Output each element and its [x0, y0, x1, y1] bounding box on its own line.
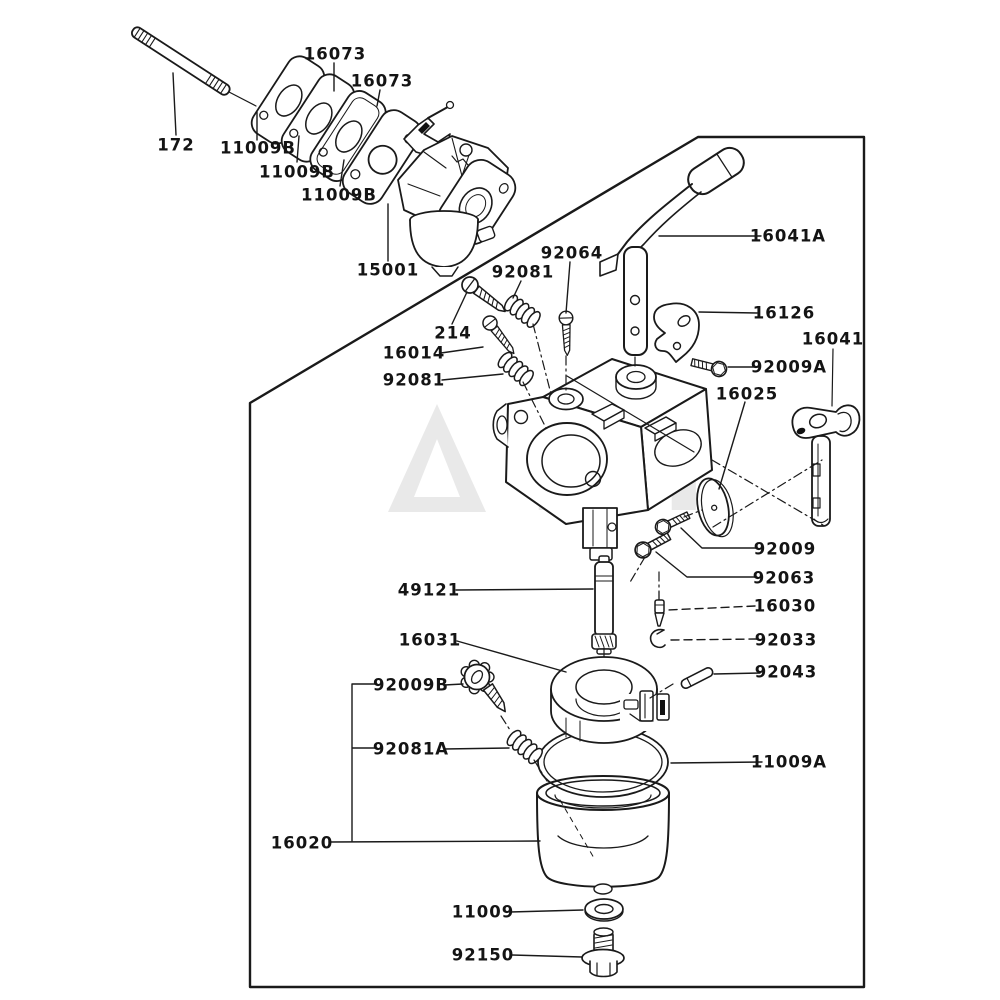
part-gasket-plate-1: [250, 55, 326, 145]
part-label-172: 172: [157, 135, 195, 155]
leader-11009A: [670, 761, 763, 764]
diagram-border: [248, 135, 866, 989]
alignment-lines: [500, 323, 824, 782]
part-insulator-plate-3: [309, 90, 387, 182]
leader-16041: [831, 348, 834, 407]
part-label-16031: 16031: [398, 630, 462, 650]
leader-92033: [669, 638, 758, 641]
leader-92081-upper: [512, 280, 522, 299]
part-label-92081-1: 92081: [491, 262, 555, 282]
part-bolt-92063: [631, 528, 674, 562]
leader-92081A: [443, 747, 510, 750]
watermark-letter-a: [388, 404, 486, 512]
part-spring-92081-upper: [501, 292, 544, 331]
part-label-92009A: 92009A: [750, 357, 828, 377]
part-screw-16014: [479, 312, 521, 359]
part-label-11009: 11009: [451, 902, 515, 922]
part-stud-172: [131, 26, 257, 107]
part-label-92043: 92043: [754, 662, 818, 682]
part-label-16073-1: 16073: [303, 44, 367, 64]
part-carburetor-assembly-15001: [397, 100, 517, 277]
leader-16020: [328, 840, 541, 843]
part-label-16041A: 16041A: [749, 226, 827, 246]
part-label-16041: 16041: [801, 329, 865, 349]
part-label-16025: 16025: [715, 384, 779, 404]
leader-16031: [456, 640, 567, 673]
leader-92009B: [443, 683, 464, 686]
leader-bracket-left: [351, 683, 378, 842]
leader-11009B-2: [296, 135, 300, 163]
leader-11009: [509, 909, 584, 913]
part-label-16073-2: 16073: [350, 71, 414, 91]
part-label-92033: 92033: [754, 630, 818, 650]
leader-49121: [455, 588, 594, 591]
part-label-15001: 15001: [356, 260, 420, 280]
leader-16126: [698, 311, 758, 314]
part-main-jet-49121: [591, 555, 617, 655]
leader-92150: [511, 954, 583, 958]
part-label-92009: 92009: [753, 539, 817, 559]
part-float-16031: [550, 656, 670, 744]
part-spring-92081A: [504, 727, 546, 767]
part-bolt-92009A: [689, 354, 729, 379]
part-label-16020: 16020: [270, 833, 334, 853]
part-float-needle-16030: [654, 591, 665, 627]
leader-92043: [713, 672, 761, 675]
leader-16073-2: [376, 89, 381, 107]
part-label-92009B: 92009B: [373, 675, 449, 695]
part-label-92064: 92064: [540, 243, 604, 263]
leader-214: [451, 291, 468, 325]
part-label-11009B-2: 11009B: [259, 162, 335, 182]
leader-11009B-3: [339, 159, 345, 187]
part-lever-bracket-16041A: [599, 146, 745, 356]
part-screw-92064: [558, 310, 575, 357]
part-label-16014: 16014: [382, 343, 446, 363]
part-label-16030: 16030: [753, 596, 817, 616]
part-label-11009A: 11009A: [750, 752, 828, 772]
part-clip-92033: [649, 628, 666, 649]
leader-92064: [565, 261, 571, 314]
leader-172: [172, 72, 177, 136]
leader-16025: [718, 401, 746, 490]
leader-92063: [655, 551, 758, 578]
part-label-16126: 16126: [752, 303, 816, 323]
part-spring-92081-lower: [495, 349, 537, 389]
leader-16030: [667, 605, 756, 611]
part-knob-screw-92009B: [460, 659, 506, 713]
part-washer-11009: [584, 898, 624, 922]
part-float-pin-92043: [680, 667, 714, 689]
part-label-11009B-3: 11009B: [301, 185, 377, 205]
part-label-92063: 92063: [752, 568, 816, 588]
part-label-11009B-1: 11009B: [220, 138, 296, 158]
part-label-92081A: 92081A: [372, 739, 450, 759]
part-float-bowl-16020: [536, 775, 670, 895]
part-choke-plate-16025: [696, 477, 734, 538]
part-label-214: 214: [434, 323, 472, 343]
part-cam-plate-16126: [653, 302, 700, 363]
leader-lines: [172, 62, 834, 958]
part-label-49121: 49121: [397, 580, 461, 600]
part-label-92150: 92150: [451, 945, 515, 965]
part-choke-shaft-16041: [791, 404, 861, 527]
part-carburetor-body-main: [492, 358, 713, 561]
leader-92081-lower: [441, 373, 504, 381]
leader-16014: [440, 346, 484, 354]
part-drain-plug-92150: [581, 927, 625, 978]
part-label-92081-2: 92081: [382, 370, 446, 390]
leader-92009: [680, 527, 758, 549]
